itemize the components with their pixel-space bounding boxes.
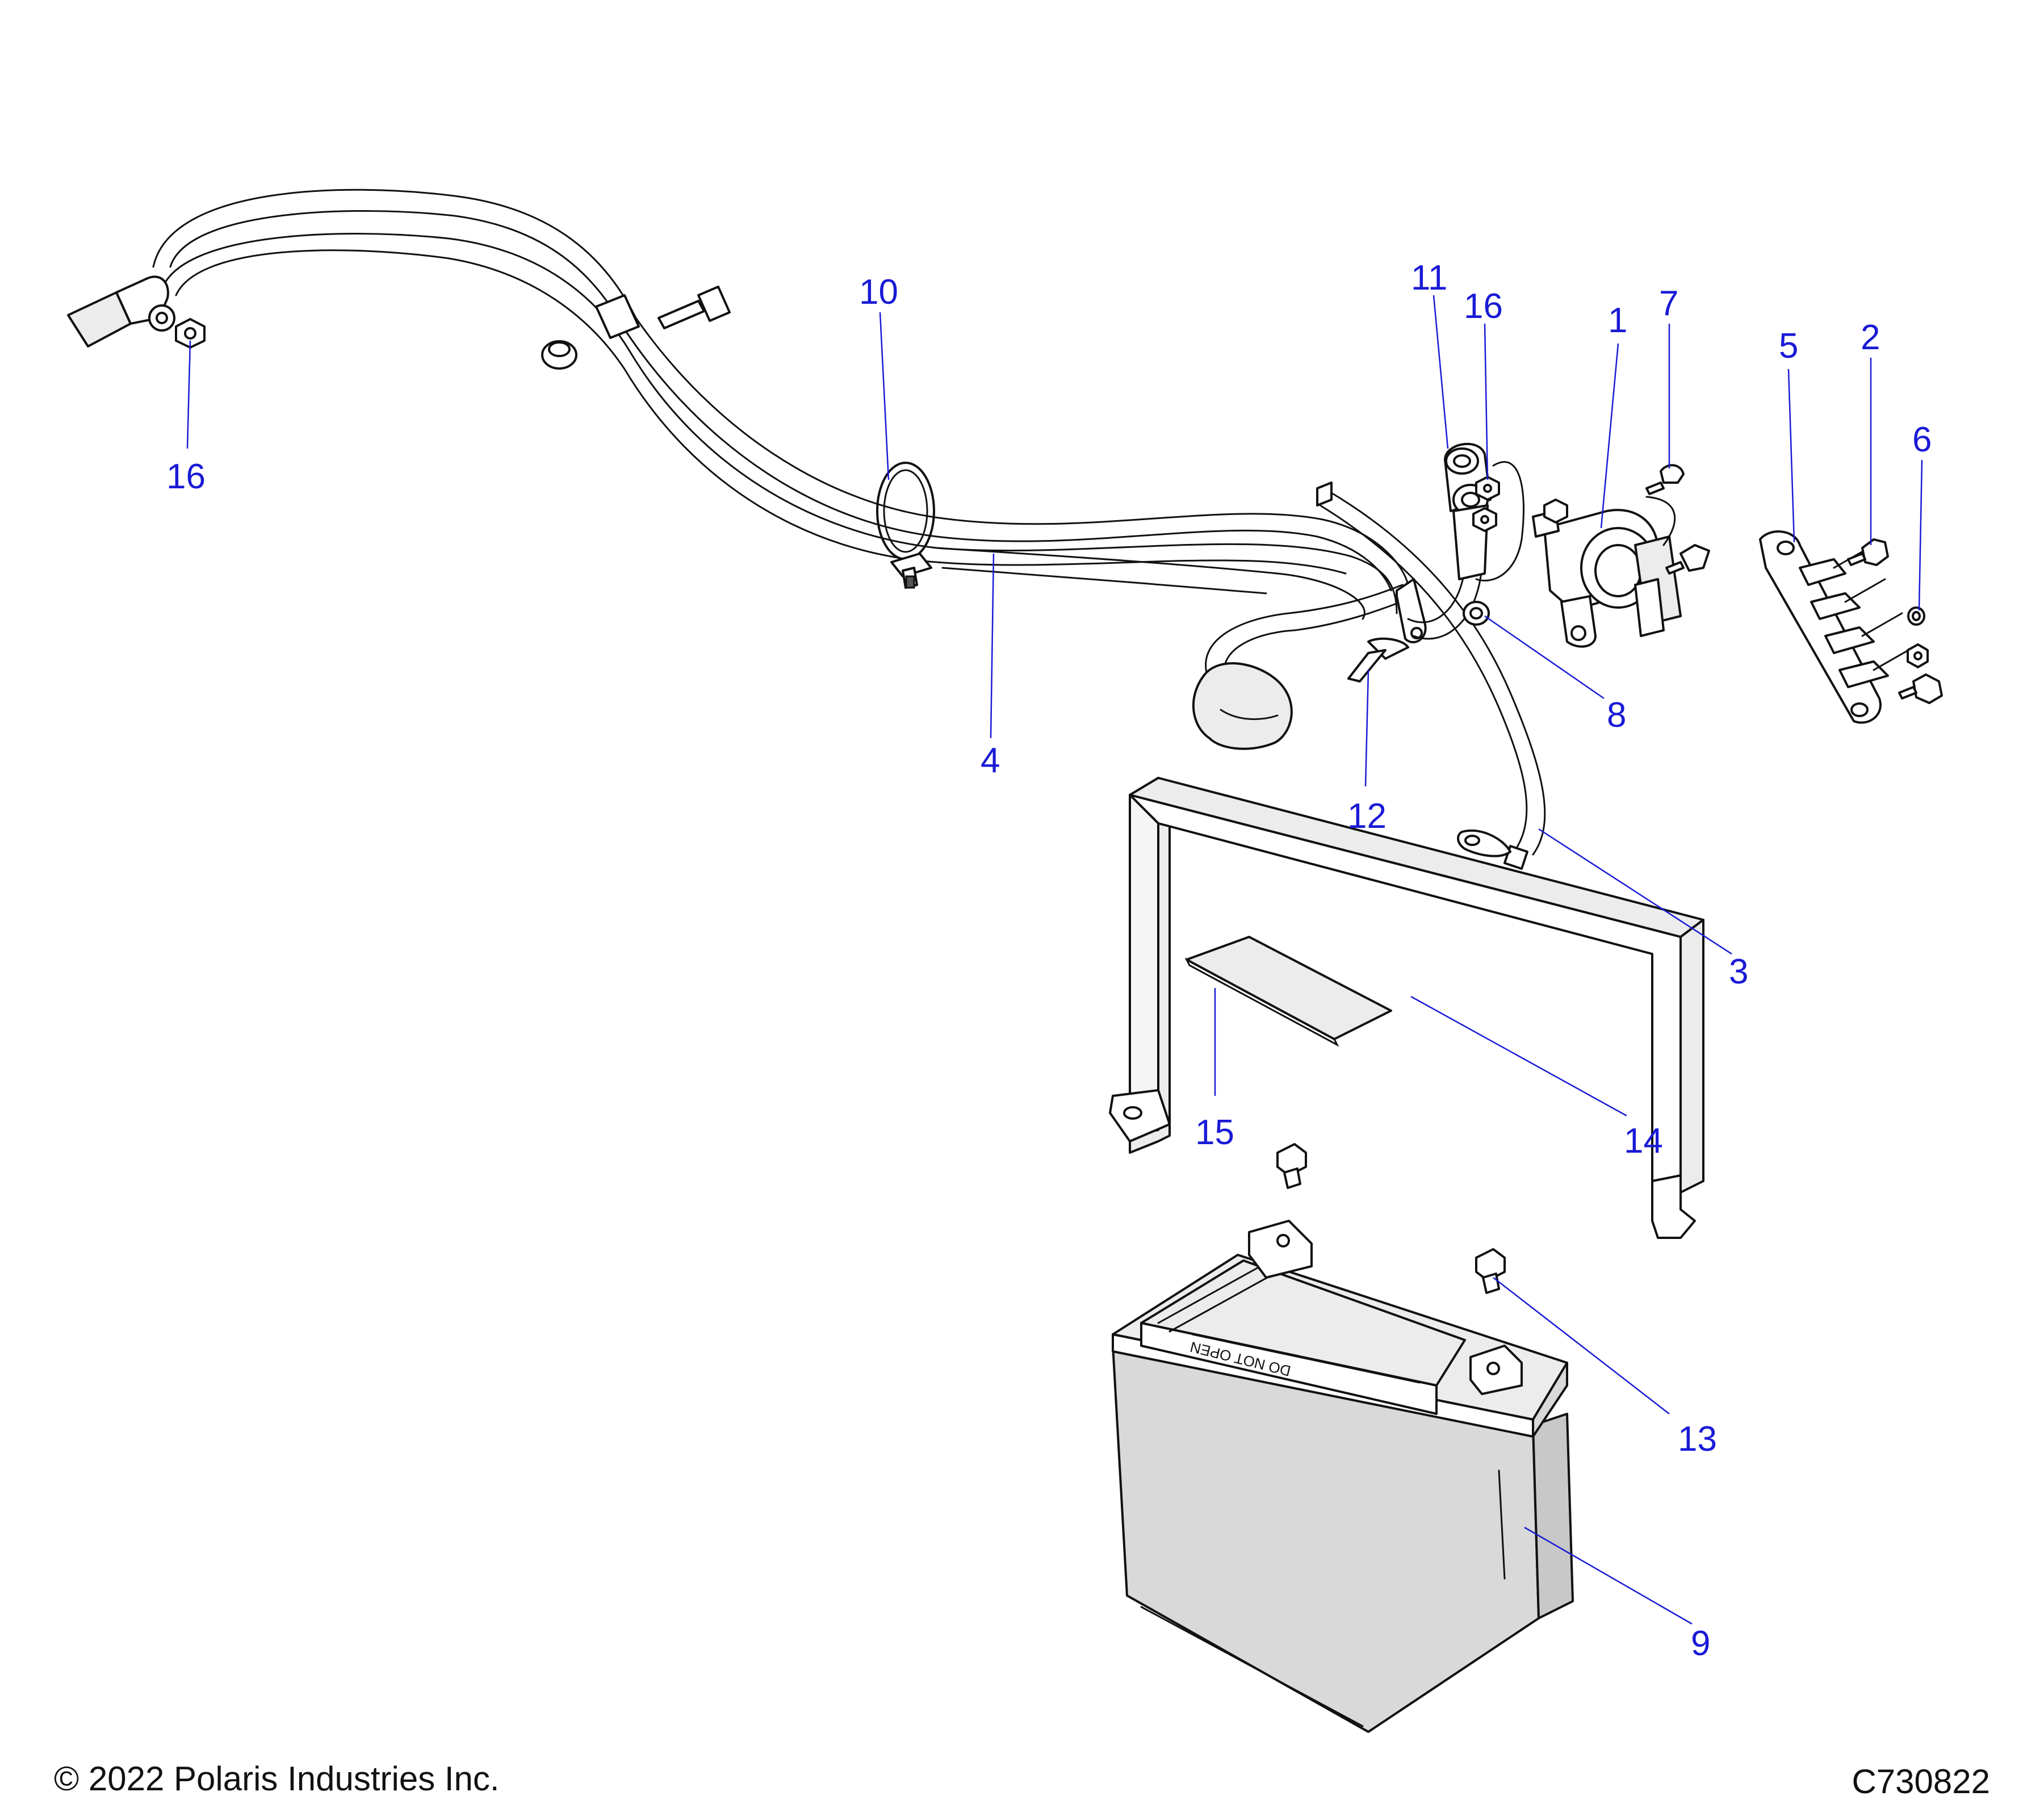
screw-7 bbox=[1645, 464, 1685, 495]
callout-14: 14 bbox=[1624, 1121, 1663, 1161]
callout-2: 2 bbox=[1861, 318, 1880, 357]
callout-10: 10 bbox=[859, 273, 898, 312]
terminal-nuts bbox=[1472, 476, 1500, 532]
battery: DO NOT OPEN bbox=[1112, 1220, 1574, 1733]
callout-7: 7 bbox=[1659, 284, 1678, 323]
drawing-id: C730822 bbox=[1852, 1762, 1990, 1801]
terminal-block bbox=[1759, 530, 1915, 724]
push-rivet bbox=[1347, 637, 1409, 683]
battery-pad bbox=[1184, 936, 1392, 1047]
terminal-bolts bbox=[1276, 1143, 1506, 1294]
cable-tie bbox=[876, 462, 935, 589]
callout-1: 1 bbox=[1608, 301, 1627, 340]
callout-11: 11 bbox=[1411, 258, 1447, 298]
callout-4: 4 bbox=[981, 741, 1000, 780]
hold-down-strap bbox=[1109, 777, 1704, 1239]
callout-6: 6 bbox=[1912, 420, 1932, 459]
callout-13: 13 bbox=[1678, 1420, 1717, 1459]
callout-12: 12 bbox=[1347, 797, 1387, 836]
solenoid bbox=[1532, 496, 1710, 648]
callout-numbers: 1 2 3 4 5 6 7 8 9 10 11 12 13 14 15 16 1… bbox=[166, 258, 1932, 1663]
leader-lines bbox=[186, 295, 1923, 1625]
fasteners-2-6 bbox=[1847, 538, 1943, 704]
callout-5: 5 bbox=[1779, 326, 1798, 366]
boot-cable bbox=[1192, 578, 1427, 750]
callout-16-left: 16 bbox=[166, 457, 206, 496]
callout-16-right: 16 bbox=[1464, 287, 1503, 326]
copyright-notice: © 2022 Polaris Industries Inc. bbox=[54, 1760, 500, 1798]
callout-8: 8 bbox=[1607, 696, 1626, 735]
callout-9: 9 bbox=[1691, 1624, 1710, 1663]
washer bbox=[1463, 601, 1490, 626]
callout-3: 3 bbox=[1729, 952, 1748, 991]
ground-cable bbox=[1316, 482, 1546, 870]
callout-15: 15 bbox=[1195, 1113, 1234, 1152]
wire-harness bbox=[67, 189, 1409, 620]
